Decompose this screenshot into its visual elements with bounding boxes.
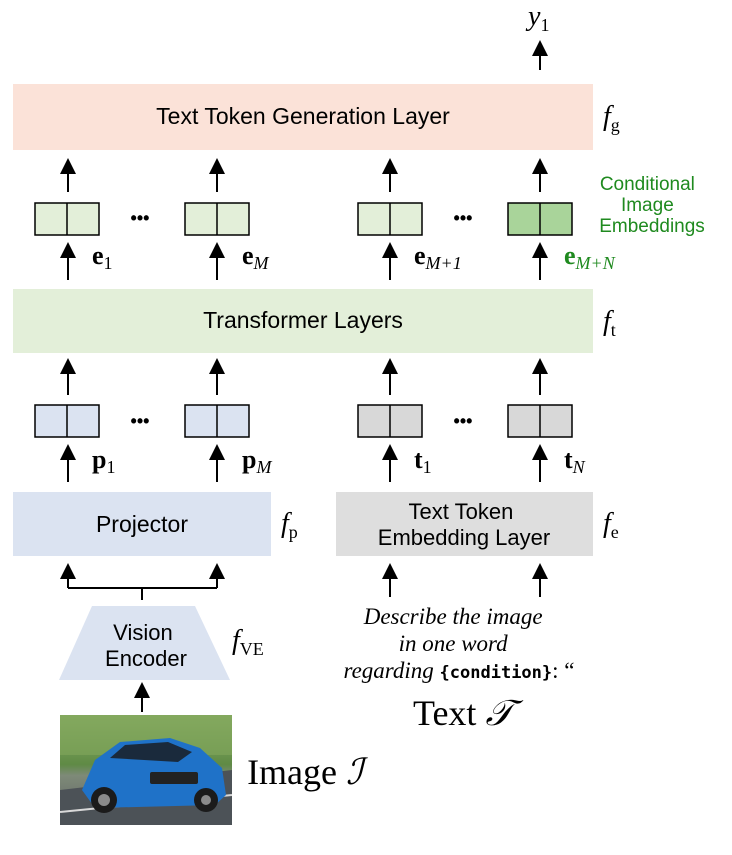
transformer-in-arrows — [60, 358, 548, 395]
prompt-text: Describe the image in one word regarding… — [344, 604, 575, 683]
label-eMN: eM+N — [564, 241, 616, 273]
text-input-label: Text 𝒯 — [413, 693, 523, 733]
generation-fn-label: fg — [603, 101, 620, 135]
projector-box — [13, 492, 271, 556]
label-tN: tN — [564, 445, 586, 477]
gen-arrows — [60, 158, 548, 192]
input-box-p1 — [34, 404, 100, 438]
text-embedding-label: Text Token Embedding Layer — [378, 499, 550, 550]
label-p1: p1 — [92, 445, 115, 477]
car-image — [60, 715, 232, 825]
vision-encoder-shape — [59, 606, 230, 680]
input-box-tN — [507, 404, 573, 438]
generation-layer-label: Text Token Generation Layer — [156, 103, 450, 129]
vision-encoder-fn-label: fVE — [232, 625, 264, 659]
transformer-layer-box — [13, 289, 593, 353]
generation-layer-box — [13, 84, 593, 150]
ellipsis-embed-left: ••• — [131, 208, 150, 228]
input-up-arrows — [60, 444, 548, 482]
transformer-out-arrows — [60, 242, 548, 280]
input-box-pM — [184, 404, 250, 438]
transformer-fn-label: ft — [603, 306, 616, 340]
input-box-t1 — [357, 404, 423, 438]
text-embedding-box — [336, 492, 593, 556]
ellipsis-input-left: ••• — [131, 411, 150, 431]
transformer-layer-label: Transformer Layers — [203, 307, 403, 333]
embedding-box-e1 — [34, 202, 100, 236]
embedding-box-eMN — [507, 202, 573, 236]
ellipsis-embed-right: ••• — [454, 208, 473, 228]
vision-fork-arrows — [60, 563, 225, 600]
vision-encoder-label: Vision Encoder — [105, 620, 187, 671]
embedding-box-eM — [184, 202, 250, 236]
embedding-box-eM1 — [357, 202, 423, 236]
label-e1: e1 — [92, 241, 113, 273]
label-pM: pM — [242, 445, 272, 477]
conditional-note: Conditional Image Embeddings — [599, 174, 705, 237]
output-label: y1 — [525, 1, 549, 35]
label-eM1: eM+1 — [414, 241, 462, 273]
text-input-arrows — [382, 563, 548, 597]
text-embedding-fn-label: fe — [603, 508, 619, 542]
ellipsis-input-right: ••• — [454, 411, 473, 431]
projector-label: Projector — [96, 511, 188, 537]
label-eM: eM — [242, 241, 270, 273]
image-input-label: Image ℐ — [247, 752, 369, 792]
projector-fn-label: fp — [281, 508, 298, 542]
label-t1: t1 — [414, 445, 432, 477]
